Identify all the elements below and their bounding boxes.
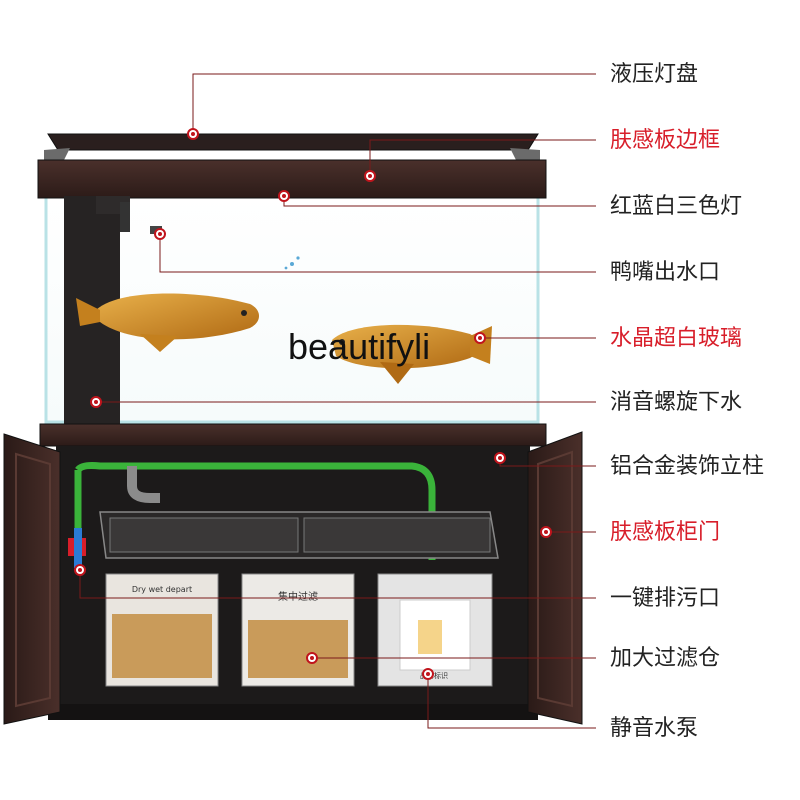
watermark-text: beautifyli [288, 326, 431, 367]
label-drain-valve: 一键排污口 [610, 586, 721, 611]
label-silent-pump: 静音水泵 [610, 716, 699, 741]
arowana-fish-right [332, 324, 492, 384]
label-crystal-glass: 水晶超白玻璃 [610, 326, 743, 351]
leader-lines [79, 73, 596, 729]
label-tricolor-light: 红蓝白三色灯 [610, 194, 743, 219]
cabinet-door-left [3, 433, 61, 725]
filter-box-middle-text: 集中过滤 [278, 590, 318, 603]
top-frame [37, 159, 547, 199]
duckbill-outlet [120, 202, 130, 232]
label-duckbill-outlet: 鸭嘴出水口 [610, 260, 721, 285]
label-silent-drain: 消音螺旋下水 [610, 390, 743, 415]
label-filter-chamber: 加大过滤仓 [610, 646, 721, 671]
tank-base [39, 423, 547, 447]
filter-box-right-text: 品牌标识 [420, 671, 448, 680]
label-lamp-tray: 液压灯盘 [610, 62, 699, 87]
label-aluminum-pillar: 铝合金装饰立柱 [610, 454, 765, 479]
cabinet-door-right [527, 431, 583, 725]
label-cabinet-door: 肤感板柜门 [610, 520, 721, 545]
label-frame: 肤感板边框 [610, 128, 721, 153]
filter-box-left-text: Dry wet depart [132, 585, 192, 594]
arowana-fish-left [76, 293, 259, 352]
lamp-tray [47, 133, 539, 151]
